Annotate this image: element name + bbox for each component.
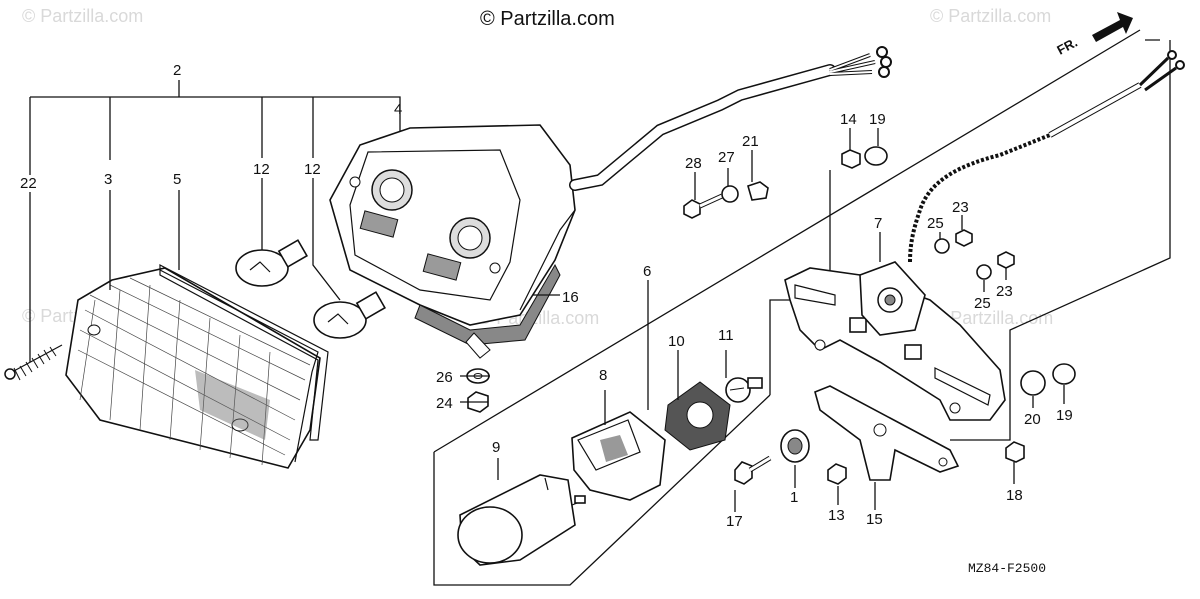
license-light-gasket: [664, 381, 731, 451]
frame-diagonal: [433, 29, 1160, 453]
callout-13: 13: [828, 507, 845, 524]
callout-14: 14: [840, 111, 857, 128]
license-wire-harness: [908, 50, 1185, 263]
grommet-20: [1020, 370, 1046, 396]
callout-15: 15: [866, 511, 883, 528]
watermark-top-left: © Partzilla.com: [22, 6, 143, 26]
callout-27: 27: [718, 149, 735, 166]
nut-13: [827, 463, 847, 485]
callout-16: 16: [562, 289, 579, 306]
washer-25-upper: [934, 238, 950, 254]
grommet-19-lower: [1052, 363, 1076, 385]
callout-6: 6: [643, 263, 651, 280]
callout-19-lower: 19: [1056, 407, 1073, 424]
leader-lines: [29, 80, 1065, 512]
callout-28: 28: [685, 155, 702, 172]
collar-21: [747, 181, 769, 201]
license-bracket: [784, 261, 1006, 421]
callout-7: 7: [874, 215, 882, 232]
front-direction-label: FR.: [1054, 35, 1080, 58]
callout-8: 8: [599, 367, 607, 384]
callout-3: 3: [104, 171, 112, 188]
callout-17: 17: [726, 513, 743, 530]
callout-23-lower: 23: [996, 283, 1013, 300]
callout-25-lower: 25: [974, 295, 991, 312]
bulb-lower: [313, 291, 386, 339]
washer-27: [721, 185, 739, 203]
callout-1: 1: [790, 489, 798, 506]
callout-20: 20: [1024, 411, 1041, 428]
group-bracket-lens: [30, 96, 401, 118]
callout-25-upper: 25: [927, 215, 944, 232]
bolt-17: [734, 455, 772, 485]
watermark-top-center: © Partzilla.com: [480, 8, 615, 30]
callout-22: 22: [20, 175, 37, 192]
callout-11: 11: [718, 327, 734, 344]
grommet-19-upper: [864, 146, 888, 166]
taillight-housing: [329, 124, 576, 326]
housing-wire-harness: [569, 46, 892, 191]
callout-19-upper: 19: [869, 111, 886, 128]
lens-gasket: [159, 264, 329, 441]
nut-14: [841, 149, 861, 169]
watermark-top-right: © Partzilla.com: [930, 6, 1051, 26]
callout-4: 4: [394, 101, 402, 118]
lens-screw: [4, 344, 63, 381]
housing-gasket: [414, 263, 561, 346]
front-arrow-icon: [1092, 12, 1133, 42]
watermark-mid-right: © Partzilla.com: [932, 308, 1053, 328]
taillight-lens: [65, 267, 321, 469]
callout-2: 2: [173, 62, 181, 79]
callout-26: 26: [436, 369, 453, 386]
license-light-unit: [457, 474, 586, 566]
license-bulb: [725, 377, 763, 403]
frame-plate-right: [950, 40, 1171, 441]
callout-24: 24: [436, 395, 453, 412]
bulb-upper: [235, 239, 308, 287]
washer-25-lower: [976, 264, 992, 280]
grommet-1: [780, 429, 810, 463]
front-direction-arrow: FR.: [1054, 12, 1133, 58]
callout-10: 10: [668, 333, 685, 350]
callout-18: 18: [1006, 487, 1023, 504]
diagram-code: MZ84-F2500: [968, 561, 1046, 576]
license-stay: [814, 385, 960, 481]
frame-lower-left: [433, 394, 771, 586]
housing-stud: [465, 332, 491, 359]
bolt-28: [683, 193, 724, 219]
license-light-lens: [571, 411, 666, 501]
callout-23-upper: 23: [952, 199, 969, 216]
callout-12-lower: 12: [304, 161, 321, 178]
nut-18: [1005, 441, 1025, 463]
nut-23-upper: [955, 229, 973, 247]
callout-12-upper: 12: [253, 161, 270, 178]
callout-21: 21: [742, 133, 759, 150]
callout-9: 9: [492, 439, 500, 456]
nut-23-lower: [997, 251, 1015, 269]
callout-5: 5: [173, 171, 181, 188]
